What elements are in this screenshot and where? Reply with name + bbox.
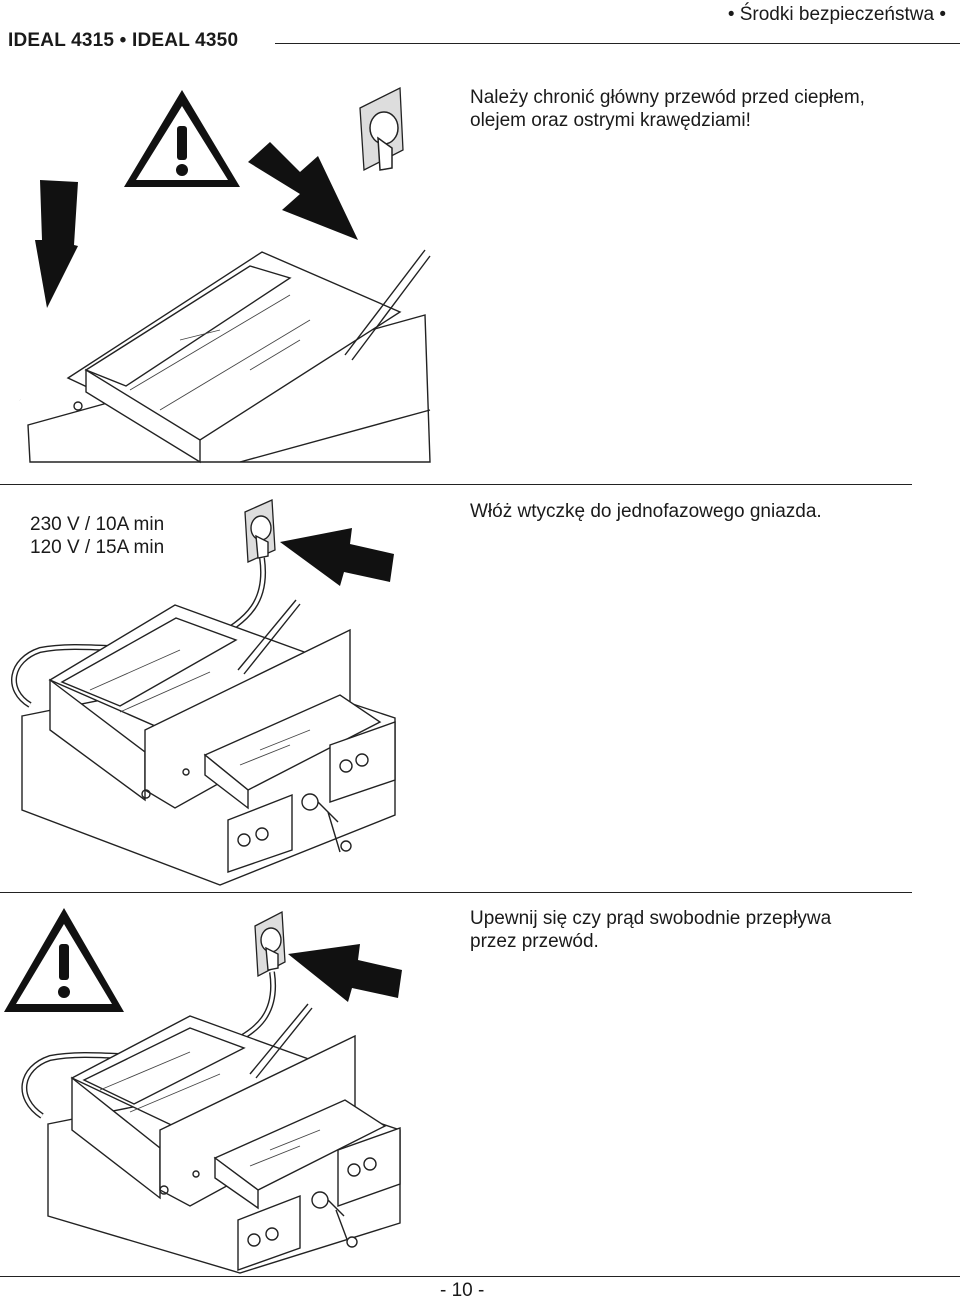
cutting-machine-illustration: [21, 599, 396, 886]
page-number: - 10 -: [440, 1280, 485, 1301]
instruction-check-cable: Upewnij się czy prąd swobodnie przepływa…: [470, 907, 831, 953]
warning-triangle-icon: [124, 90, 240, 187]
instruction-line: olejem oraz ostrymi krawędziami!: [470, 110, 751, 131]
header-divider: [275, 43, 960, 44]
instruction-insert-plug: Włóż wtyczkę do jednofazowego gniazda.: [470, 500, 822, 523]
arrow-left-icon: [288, 944, 402, 1002]
wall-socket-icon: [359, 86, 404, 172]
arrow-down-icon: [35, 180, 78, 308]
cutting-machine-illustration: [27, 249, 431, 464]
arrow-left-icon: [280, 528, 394, 586]
section-title: • Środki bezpieczeństwa •: [727, 4, 946, 25]
voltage-requirements: 230 V / 10A min 120 V / 15A min: [30, 513, 164, 559]
instruction-line: Upewnij się czy prąd swobodnie przepływa: [470, 908, 832, 929]
wall-socket-icon: [254, 910, 286, 978]
voltage-line: 120 V / 15A min: [30, 537, 165, 558]
model-title: IDEAL 4315 • IDEAL 4350: [8, 30, 239, 51]
arrow-diagonal-icon: [248, 142, 358, 240]
section-divider: [0, 892, 912, 893]
wall-socket-icon: [244, 499, 276, 563]
instruction-line: Włóż wtyczkę do jednofazowego gniazda.: [470, 501, 822, 522]
voltage-line: 230 V / 10A min: [30, 514, 165, 535]
figure-1: [10, 86, 431, 464]
cutting-machine-illustration: [47, 1003, 401, 1274]
instruction-line: przez przewód.: [470, 931, 599, 952]
figure-3: [4, 908, 402, 1274]
instruction-protect-cable: Należy chronić główny przewód przed ciep…: [470, 86, 865, 132]
warning-triangle-icon: [4, 908, 124, 1012]
footer-divider: [0, 1276, 960, 1277]
instruction-line: Należy chronić główny przewód przed ciep…: [470, 87, 865, 108]
figure-2: [11, 499, 396, 886]
section-divider: [0, 484, 912, 485]
